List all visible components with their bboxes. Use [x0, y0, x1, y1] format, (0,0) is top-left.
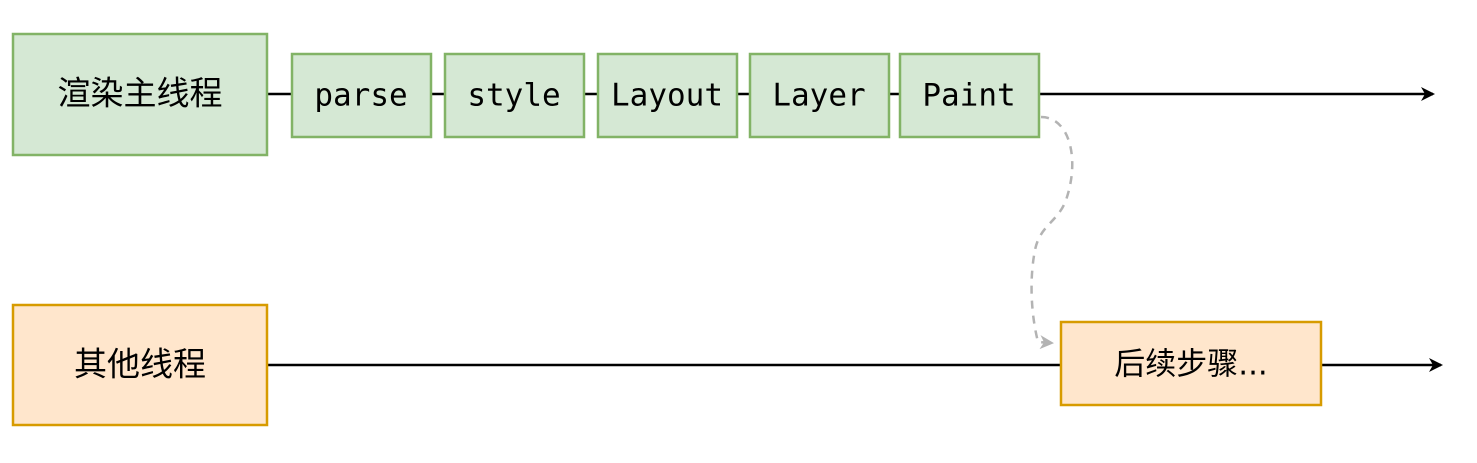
other-thread-label: 其他线程 [74, 345, 206, 384]
step-layout: Layout [596, 52, 739, 139]
step-parse-box [290, 52, 433, 139]
render-thread-box [11, 32, 269, 157]
next-steps-label: 后续步骤... [1114, 347, 1268, 383]
step-style-label: style [467, 78, 560, 114]
paint-to-next-connector [1030, 115, 1074, 350]
step-style: style [443, 52, 586, 139]
step-layer: Layer [748, 52, 891, 139]
step-paint: Paint [898, 52, 1041, 139]
step-layer-label: Layer [772, 78, 865, 114]
step-style-box [443, 52, 586, 139]
render-thread-row: 渲染主线程 parse style Layout Layer Paint [11, 32, 1435, 157]
step-parse: parse [290, 52, 433, 139]
render-thread-label: 渲染主线程 [58, 74, 223, 113]
step-layout-label: Layout [611, 78, 723, 114]
other-thread-box [11, 303, 269, 427]
step-parse-label: parse [314, 78, 407, 114]
other-thread-row: 其他线程 后续步骤... [11, 303, 1443, 427]
step-paint-box [898, 52, 1041, 139]
next-steps-node: 后续步骤... [1059, 320, 1323, 407]
step-layout-box [596, 52, 739, 139]
step-paint-label: Paint [922, 78, 1015, 114]
step-layer-box [748, 52, 891, 139]
next-steps-box [1059, 320, 1323, 407]
